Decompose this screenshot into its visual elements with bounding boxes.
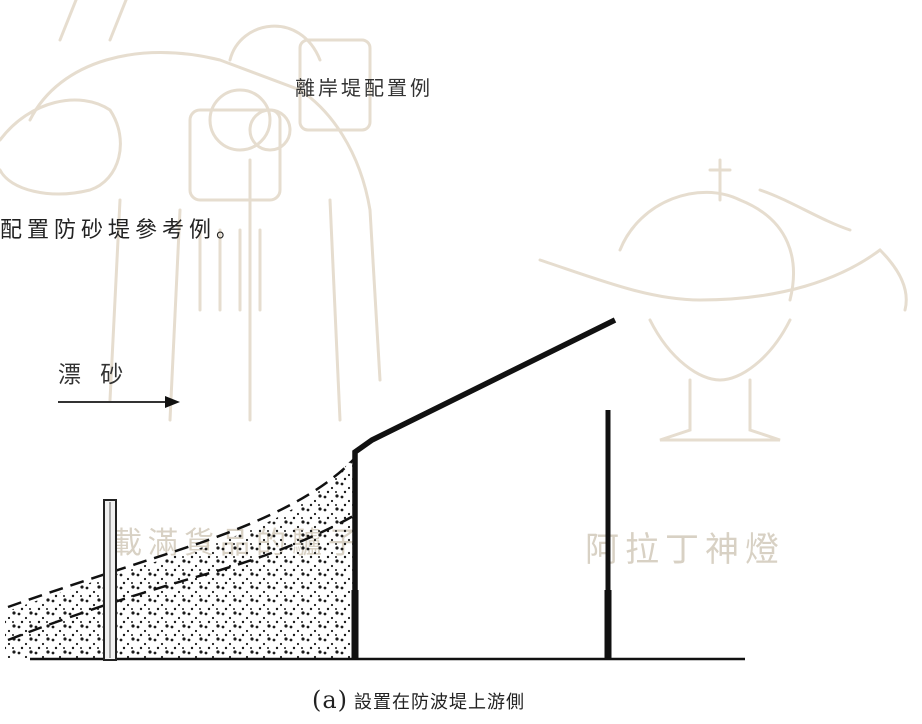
caption-label: (a)	[312, 686, 349, 714]
caption-text: 設置在防波堤上游側	[354, 692, 526, 713]
donkey-watermark	[0, 0, 382, 422]
watermark-lamp-caption: 阿拉丁神燈	[585, 530, 785, 570]
sand-deposit	[5, 455, 355, 658]
figure-title: 離岸堤配置例	[295, 76, 433, 100]
intro-text: 配置防砂堤參考例。	[0, 218, 244, 243]
drift-arrow	[58, 396, 180, 408]
drift-label: 漂 砂	[58, 362, 130, 388]
figure-caption: (a)設置在防波堤上游側	[312, 686, 525, 714]
breakwater-structure	[352, 317, 617, 659]
lamp-watermark	[538, 158, 908, 442]
upper-profile-dashed	[7, 457, 356, 609]
